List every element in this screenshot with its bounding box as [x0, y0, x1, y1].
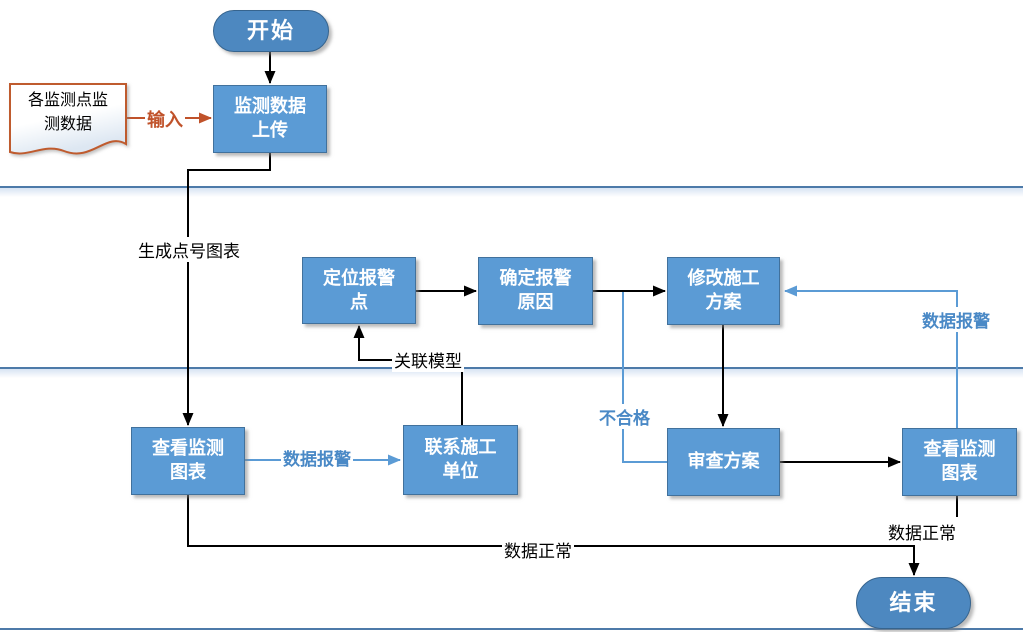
node-determine-alarm-cause: 确定报警 原因	[478, 257, 593, 325]
edge-label-data-normal-left: 数据正常	[502, 537, 574, 562]
edge-label-data-alarm-left: 数据报警	[281, 445, 353, 470]
node-source-document: 各监测点监 测数据	[27, 92, 108, 133]
node-view-monitoring-chart-right: 查看监测 图表	[902, 428, 1017, 496]
edge-review-unqualified	[622, 292, 667, 463]
edge-viewleft-end	[187, 495, 920, 576]
edge-label-data-normal-right: 数据正常	[886, 519, 958, 544]
edge-label-unqualified: 不合格	[597, 404, 652, 429]
node-contact-construction-unit: 联系施工 单位	[403, 425, 518, 495]
edge-label-input: 输入	[145, 106, 185, 132]
edge-label-related-model: 关联模型	[392, 347, 464, 372]
node-modify-construction-plan: 修改施工 方案	[667, 257, 780, 325]
edge-label-data-alarm-right: 数据报警	[920, 307, 992, 332]
node-locate-alarm-point: 定位报警 点	[302, 257, 416, 324]
edge-viewright-modify	[784, 285, 958, 428]
edge-contact-locate	[353, 325, 463, 425]
document-shape	[9, 83, 127, 155]
node-end: 结束	[856, 577, 971, 629]
lane-divider-1	[0, 186, 1023, 188]
node-review-plan: 审查方案	[667, 428, 780, 496]
lane-divider-1-glow	[0, 188, 1023, 197]
edge-upload-viewleft	[182, 153, 271, 426]
lane-divider-2-glow	[0, 369, 1023, 378]
lane-divider-2	[0, 367, 1023, 369]
node-start: 开始	[213, 10, 329, 52]
node-view-monitoring-chart-left: 查看监测 图表	[131, 427, 245, 495]
lane-divider-bottom	[0, 628, 1023, 630]
edge-label-generate-point-chart: 生成点号图表	[130, 237, 248, 262]
node-upload-monitoring-data: 监测数据 上传	[213, 85, 327, 153]
